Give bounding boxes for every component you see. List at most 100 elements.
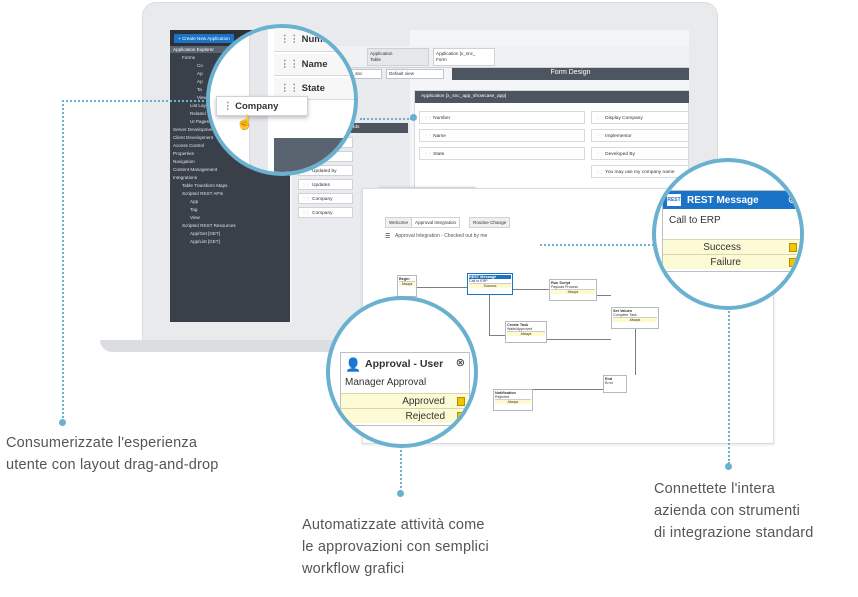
node-create-task[interactable]: Create Task Waits/Approved Always	[505, 321, 547, 343]
form-field-implementor[interactable]: Implementor	[591, 129, 689, 142]
form-design-title: Form Design	[452, 68, 689, 80]
zoom-approval: 👤 Approval - User ⊗ Manager Approval App…	[326, 296, 478, 448]
node-end[interactable]: End Error	[603, 375, 627, 393]
nav-item[interactable]: Scripted REST APIs	[182, 190, 224, 196]
nav-item[interactable]: App/List [GET]	[190, 238, 220, 244]
nav-item[interactable]: App/Get [GET]	[190, 230, 221, 236]
nav-item[interactable]: Client Development	[173, 134, 214, 140]
rest-icon: REST	[667, 194, 681, 206]
nav-item[interactable]: Ap	[197, 70, 203, 76]
nav-item[interactable]: Server Development	[173, 126, 215, 132]
tab-approval-integration[interactable]: Approval Integration	[411, 217, 461, 228]
zoom-rest: REST REST Message ⊗ Call to ERP Success …	[652, 158, 804, 310]
tab-application-form[interactable]: Application [x_snc_Form	[433, 48, 495, 66]
callout-dot	[410, 114, 417, 121]
nav-item[interactable]: View	[190, 214, 200, 220]
connector-line	[547, 339, 611, 340]
callout-dot	[397, 490, 404, 497]
callout-connector	[540, 244, 654, 246]
fields-section-header: Fields	[298, 123, 408, 133]
nav-item[interactable]: Scripted REST Resources	[182, 222, 236, 228]
palette-field[interactable]: Updates	[298, 179, 353, 190]
nav-item[interactable]: Access Control	[173, 142, 204, 148]
menu-icon[interactable]: ☰	[385, 234, 391, 240]
form-field-display-company[interactable]: Display Company	[591, 111, 689, 124]
form-section-header: Application [x_snc_app_showcase_app]	[415, 91, 689, 103]
view-select[interactable]: Default view	[386, 69, 444, 79]
nav-item[interactable]: Content Management	[173, 166, 218, 172]
zoom-drag-company[interactable]: ⋮ Company	[216, 96, 308, 116]
nav-item[interactable]: Navigation	[173, 158, 195, 164]
callout-connector	[400, 434, 402, 492]
approval-card[interactable]: 👤 Approval - User ⊗ Manager Approval App…	[340, 352, 470, 426]
port-handle-icon[interactable]	[457, 412, 465, 421]
rest-card-subtitle: Call to ERP	[669, 215, 721, 226]
node-begin[interactable]: Begin Always	[397, 275, 417, 297]
nav-item[interactable]: Co	[197, 62, 203, 68]
zoom-section-block	[274, 138, 354, 172]
connector-line	[513, 289, 549, 290]
palette-field[interactable]: Company	[298, 193, 353, 204]
tab-welcome[interactable]: Welcome	[385, 217, 413, 228]
form-field-state[interactable]: State	[419, 147, 585, 160]
port-handle-icon[interactable]	[789, 258, 797, 267]
approval-card-title: Approval - User	[365, 358, 444, 370]
node-rest-message[interactable]: REST Message Call to ERP Success	[467, 273, 513, 295]
nav-item[interactable]: Ta	[197, 86, 202, 92]
zoom-drag-drop: ⋮⋮ Number ⋮⋮ Name ⋮⋮ State ⋮ Company ☝	[206, 24, 358, 176]
create-new-application-button[interactable]: + Create New Application	[174, 34, 234, 43]
close-icon[interactable]: ⊗	[455, 357, 465, 369]
port-handle-icon[interactable]	[789, 243, 797, 252]
nav-item[interactable]: View	[197, 94, 207, 100]
callout-connector	[360, 118, 412, 120]
callout-connector	[62, 100, 64, 422]
failure-port[interactable]: Failure	[663, 254, 800, 269]
nav-item[interactable]: Related Lis	[190, 110, 213, 116]
rest-card-header	[663, 191, 800, 209]
nav-item[interactable]: Properties	[173, 150, 194, 156]
connector-line	[597, 295, 611, 296]
zoom-field-name[interactable]: ⋮⋮ Name	[274, 54, 354, 76]
node-set-values[interactable]: Set Values Complete Task Always	[611, 307, 659, 329]
tab-routine-change[interactable]: Routine Change	[469, 217, 511, 228]
connector-line	[489, 295, 490, 335]
form-field-name[interactable]: Name	[419, 129, 585, 142]
callout-dot	[725, 463, 732, 470]
nav-item[interactable]: List Layo	[190, 102, 209, 108]
form-field-number[interactable]: Number	[419, 111, 585, 124]
nav-item[interactable]: Ap	[197, 78, 203, 84]
node-notification[interactable]: Notification Rejected Always	[493, 389, 533, 411]
zoom-field-number[interactable]: ⋮⋮ Number	[274, 28, 354, 52]
connector-line	[489, 335, 505, 336]
nav-item[interactable]: Forms	[182, 54, 196, 60]
form-field-company-name[interactable]: You may use my company name	[591, 165, 689, 178]
callout-connector	[728, 284, 730, 464]
port-handle-icon[interactable]	[457, 397, 465, 406]
close-icon[interactable]: ⊗	[787, 194, 797, 206]
node-run-script[interactable]: Run Script Payload Process Always	[549, 279, 597, 301]
callout-dot	[59, 419, 66, 426]
callout-connector	[62, 100, 212, 102]
rest-card[interactable]: REST REST Message ⊗ Call to ERP Success …	[662, 190, 800, 272]
connector-line	[417, 287, 467, 288]
nav-item[interactable]: Tag	[190, 206, 198, 212]
connector-line	[635, 329, 636, 375]
nav-item[interactable]: Table Transform Maps	[182, 182, 228, 188]
nav-item[interactable]: App	[190, 198, 199, 204]
user-icon: 👤	[345, 357, 362, 372]
zoom-field-state[interactable]: ⋮⋮ State	[274, 78, 354, 100]
form-field-developed-by[interactable]: Developed By	[591, 147, 689, 160]
nav-item[interactable]: Integrations	[173, 174, 198, 180]
workflow-tabs: Welcome Approval Integration Routine Cha…	[385, 217, 585, 229]
rejected-port[interactable]: Rejected	[341, 408, 469, 423]
palette-field[interactable]: Company	[298, 207, 353, 218]
connector-line	[533, 389, 603, 390]
nav-item[interactable]: UI Pages	[190, 118, 209, 124]
approved-port[interactable]: Approved	[341, 393, 469, 408]
success-port[interactable]: Success	[663, 239, 800, 254]
